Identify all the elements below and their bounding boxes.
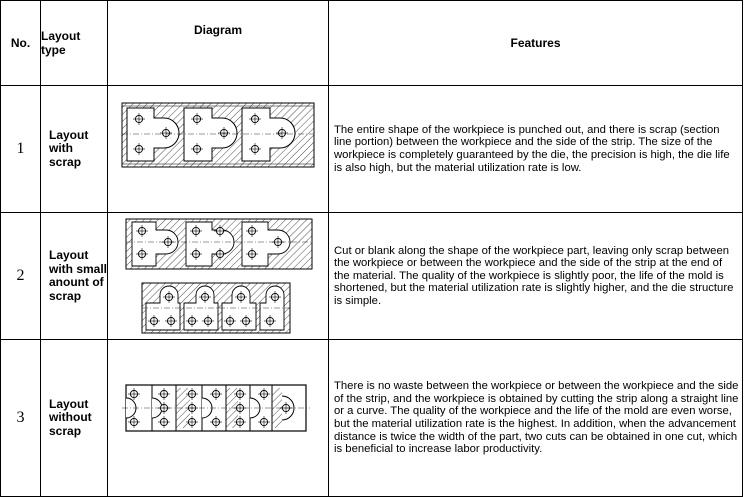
row-number: 1 (0, 85, 41, 213)
diagram-cell (107, 212, 329, 340)
table-row: 3 Layout without scrap (0, 339, 743, 497)
diagram-cell (107, 85, 329, 213)
row-number: 3 (0, 339, 41, 497)
features-text: Cut or blank along the shape of the work… (328, 212, 743, 340)
layout-type-label: Layout with small anount of scrap (40, 212, 108, 340)
row-number: 2 (0, 212, 41, 340)
no-scrap-layout-diagram (122, 384, 310, 432)
small-scrap-layout-diagram (125, 218, 313, 334)
layout-type-label: Layout with scrap (40, 85, 108, 213)
table-row: 1 Layout with scrap (0, 85, 743, 213)
table-row: 2 Layout with small anount of scrap (0, 212, 743, 340)
header-layout-type: Layout type (40, 0, 108, 86)
header-diagram: Diagram (107, 0, 329, 86)
header-features: Features (328, 0, 743, 86)
features-text: There is no waste between the workpiece … (328, 339, 743, 497)
features-text: The entire shape of the workpiece is pun… (328, 85, 743, 213)
header-row: No. Layout type Diagram Features (0, 0, 743, 86)
diagram-cell (107, 339, 329, 497)
scrap-layout-diagram (121, 102, 315, 168)
header-no: No. (0, 0, 41, 86)
layout-type-label: Layout without scrap (40, 339, 108, 497)
